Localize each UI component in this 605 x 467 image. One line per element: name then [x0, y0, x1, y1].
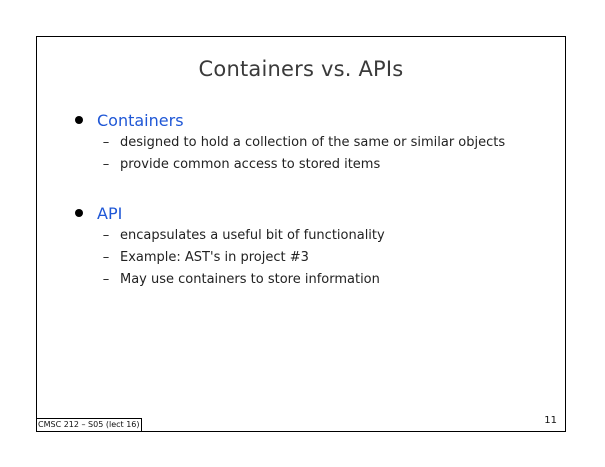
section-heading: Containers — [75, 109, 505, 131]
dash-icon: – — [102, 156, 110, 172]
slide-frame: Containers vs. APIs Containers – designe… — [36, 36, 566, 432]
list-item-text: designed to hold a collection of the sam… — [120, 134, 506, 150]
bullet-dot-icon — [75, 116, 83, 124]
sub-list-containers: – designed to hold a collection of the s… — [99, 131, 505, 175]
list-item: – May use containers to store informatio… — [99, 268, 385, 290]
section-label-containers: Containers — [97, 110, 184, 130]
footer-course-label: CMSC 212 – S05 (lect 16) — [37, 418, 142, 431]
dash-icon: – — [102, 134, 110, 150]
list-item: – Example: AST's in project #3 — [99, 246, 385, 268]
dash-icon: – — [102, 249, 110, 265]
section-heading: API — [75, 202, 385, 224]
section-api: API – encapsulates a useful bit of funct… — [75, 202, 385, 290]
page-number: 11 — [544, 415, 557, 426]
bullet-dot-icon — [75, 209, 83, 217]
list-item-text: provide common access to stored items — [120, 156, 381, 172]
list-item: – encapsulates a useful bit of functiona… — [99, 224, 385, 246]
list-item-text: Example: AST's in project #3 — [120, 249, 309, 265]
sub-list-api: – encapsulates a useful bit of functiona… — [99, 224, 385, 290]
list-item: – provide common access to stored items — [99, 153, 505, 175]
list-item-text: May use containers to store information — [120, 271, 380, 287]
list-item-text: encapsulates a useful bit of functionali… — [120, 227, 385, 243]
slide-title: Containers vs. APIs — [198, 57, 404, 81]
list-item: – designed to hold a collection of the s… — [99, 131, 505, 153]
dash-icon: – — [102, 271, 110, 287]
dash-icon: – — [102, 227, 110, 243]
section-containers: Containers – designed to hold a collecti… — [75, 109, 505, 175]
section-label-api: API — [97, 203, 123, 223]
